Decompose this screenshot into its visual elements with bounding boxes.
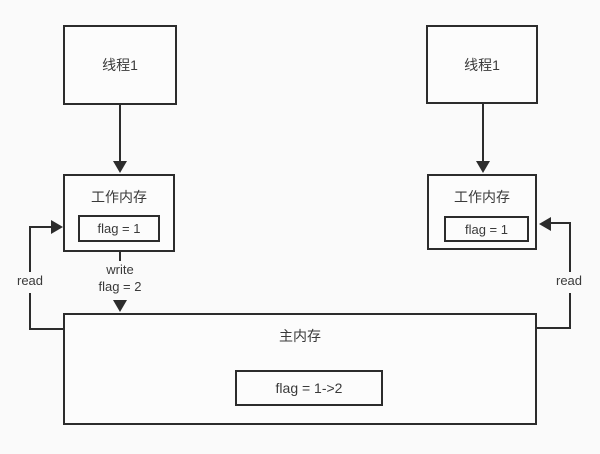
flag-box-work-right: flag = 1 (444, 216, 529, 242)
read-right-vertical-lower (569, 293, 571, 329)
read-edge-label-right: read (546, 273, 592, 288)
read-right-bottom-segment (537, 327, 571, 329)
flag-value-main: flag = 1->2 (275, 380, 343, 396)
read-left-top-segment (30, 226, 53, 228)
flag-box-main: flag = 1->2 (235, 370, 383, 406)
read-left-vertical-upper (29, 226, 31, 272)
read-left-bottom-segment (29, 328, 64, 330)
connector-thread-right-line (482, 104, 484, 162)
thread-label-left: 线程1 (102, 57, 138, 73)
work-memory-label-left: 工作内存 (91, 189, 147, 205)
work-memory-box-left: 工作内存 flag = 1 (63, 174, 175, 252)
flag-box-work-left: flag = 1 (78, 215, 160, 242)
connector-write-line (119, 250, 121, 262)
read-left-vertical-lower (29, 293, 31, 330)
thread-box-right: 线程1 (426, 25, 538, 104)
flag-value-work-left: flag = 1 (97, 221, 141, 236)
arrow-down-into-work-left-icon (113, 161, 127, 173)
write-edge-label: write flag = 2 (83, 261, 157, 295)
arrow-right-into-work-left-icon (51, 220, 63, 234)
connector-thread-left-line (119, 105, 121, 162)
arrow-left-into-work-right-icon (539, 217, 551, 231)
write-edge-label-line1: write (106, 262, 134, 277)
arrow-down-into-work-right-icon (476, 161, 490, 173)
write-edge-label-line2: flag = 2 (98, 279, 142, 294)
main-memory-box: 主内存 flag = 1->2 (63, 313, 537, 425)
thread-box-left: 线程1 (63, 25, 177, 105)
thread-label-right: 线程1 (464, 56, 500, 73)
work-memory-label-right: 工作内存 (454, 189, 510, 205)
arrow-down-into-main-icon (113, 300, 127, 312)
read-edge-label-left: read (7, 273, 53, 288)
work-memory-box-right: 工作内存 flag = 1 (427, 174, 537, 250)
read-right-top-segment (549, 222, 571, 224)
read-right-vertical-upper (569, 222, 571, 272)
main-memory-label: 主内存 (279, 328, 321, 344)
flag-value-work-right: flag = 1 (464, 221, 508, 237)
